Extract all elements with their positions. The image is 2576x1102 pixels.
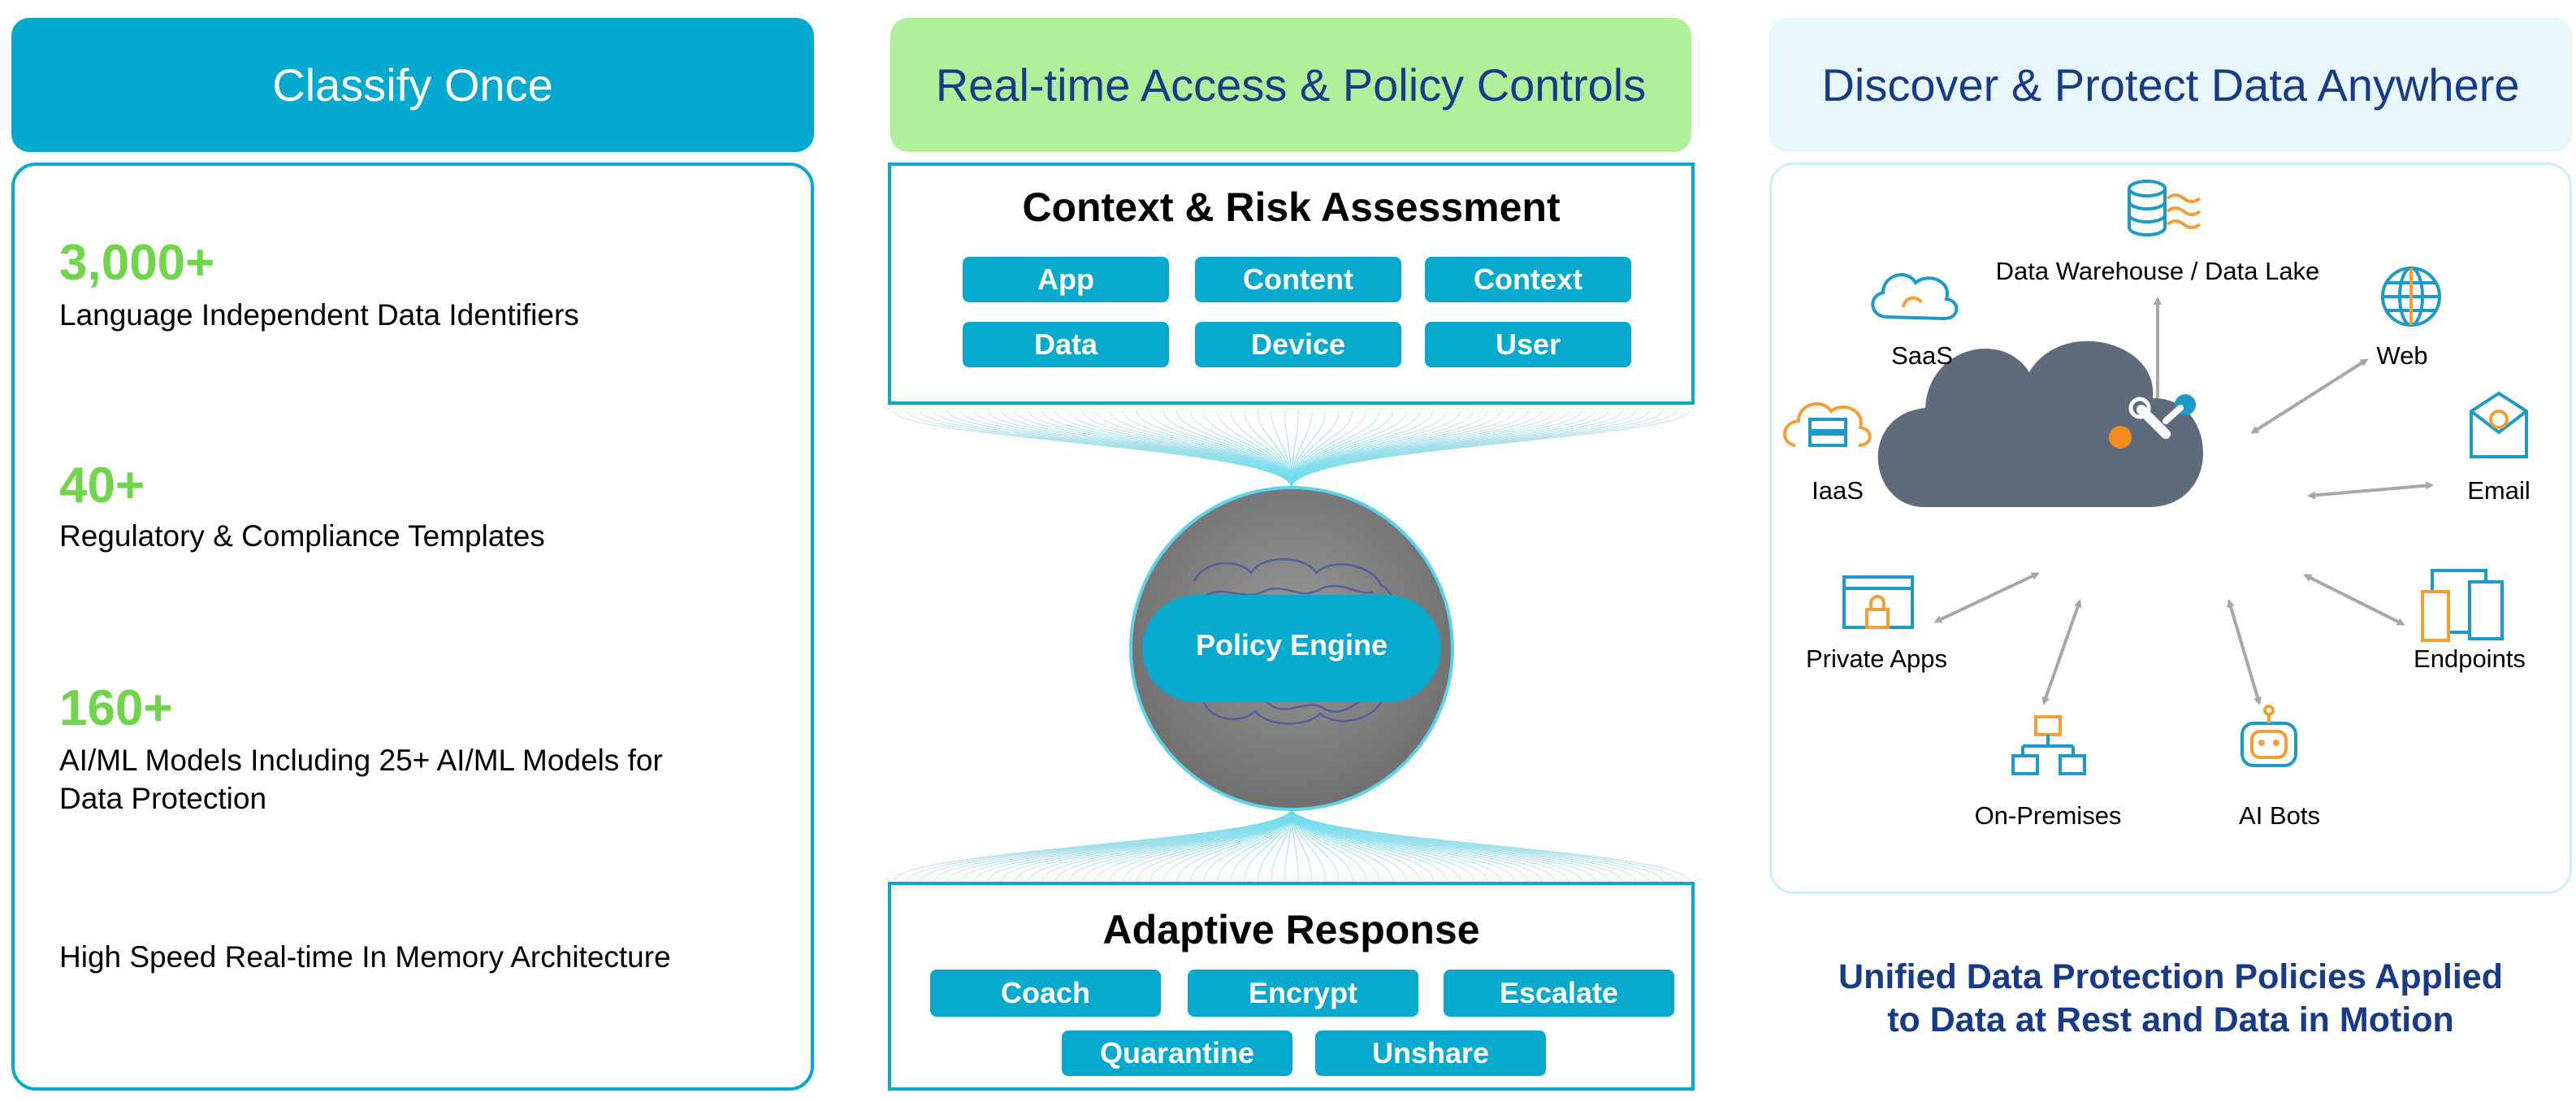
discover-panel (1769, 163, 2572, 894)
email-icon (2470, 391, 2528, 458)
netskope-cloud (1877, 341, 2204, 507)
response-item-unshare: Unshare (1315, 1030, 1546, 1076)
stat-models-value: 160+ (59, 680, 173, 736)
endpoints-icon (2421, 569, 2504, 642)
top-fan-lines (893, 410, 1691, 488)
context-risk-title: Context & Risk Assessment (1022, 184, 1561, 230)
node-label-warehouse: Data Warehouse / Data Lake (1995, 257, 2320, 285)
arrow-ai-bots (2227, 599, 2262, 705)
stat-templates-value: 40+ (59, 458, 145, 514)
classify-once-header: Classify Once (11, 18, 814, 152)
bottom-fan-lines (893, 808, 1691, 883)
arrow-private-apps (1933, 572, 2040, 623)
stat-templates-label: Regulatory & Compliance Templates (59, 519, 545, 553)
discover-protect-header: Discover & Protect Data Anywhere (1769, 18, 2572, 152)
arrow-web (2250, 358, 2369, 434)
iaas-icon (1783, 402, 1872, 447)
context-item-context: Context (1425, 257, 1631, 302)
node-label-on-premises: On-Premises (1974, 801, 2122, 830)
classify-panel (11, 163, 814, 1091)
response-item-escalate: Escalate (1444, 970, 1674, 1017)
node-label-endpoints: Endpoints (2414, 644, 2526, 673)
connectivity-diagram (1783, 180, 2528, 775)
node-label-private-apps: Private Apps (1805, 644, 1948, 673)
logo-link (2137, 405, 2171, 439)
stat-identifiers-label: Language Independent Data Identifiers (59, 298, 579, 332)
node-label-email: Email (2467, 476, 2531, 505)
arrow-endpoints (2303, 574, 2405, 626)
node-label-saas: SaaS (1891, 341, 1953, 370)
response-item-encrypt: Encrypt (1188, 970, 1418, 1017)
logo-node-a (2128, 397, 2151, 419)
context-item-content: Content (1195, 257, 1401, 302)
response-item-coach: Coach (930, 970, 1161, 1017)
web-icon (2381, 267, 2441, 327)
private-apps-icon (1842, 575, 1914, 629)
context-item-user: User (1425, 322, 1631, 367)
logo-node-b (2109, 426, 2132, 449)
policy-controls-header: Real-time Access & Policy Controls (890, 18, 1691, 152)
saas-icon (1871, 273, 1959, 321)
stat-models-label-line1: AI/ML Models Including 25+ AI/ML Models … (59, 744, 663, 777)
stat-identifiers-value: 3,000+ (59, 235, 215, 291)
context-item-app: App (963, 257, 1169, 302)
netskope-label: Netskope (2117, 541, 2224, 570)
on-premises-icon (2011, 715, 2086, 775)
arrow-on-premises (2041, 599, 2082, 705)
arrow-email (2307, 481, 2434, 500)
response-item-quarantine: Quarantine (1062, 1030, 1292, 1076)
policy-engine-label: Policy Engine (1195, 628, 1388, 662)
node-label-web: Web (2376, 341, 2428, 370)
adaptive-response-title: Adaptive Response (1102, 907, 1480, 952)
stat-models-label-line2: Data Protection (59, 782, 267, 815)
tagline-line1: Unified Data Protection Policies Applied (1838, 957, 2503, 996)
engine-pill (1142, 595, 1441, 702)
architecture-statement: High Speed Real-time In Memory Architect… (59, 940, 671, 974)
data-warehouse-icon (2128, 180, 2202, 236)
policy-engine-graphic (893, 410, 1691, 883)
tagline-line2: to Data at Rest and Data in Motion (1887, 1000, 2454, 1039)
ai-bot-icon (2240, 705, 2297, 767)
context-item-data: Data (963, 322, 1169, 367)
node-label-ai-bots: AI Bots (2239, 801, 2320, 830)
node-label-iaas: IaaS (1812, 476, 1864, 505)
context-item-device: Device (1195, 322, 1401, 367)
